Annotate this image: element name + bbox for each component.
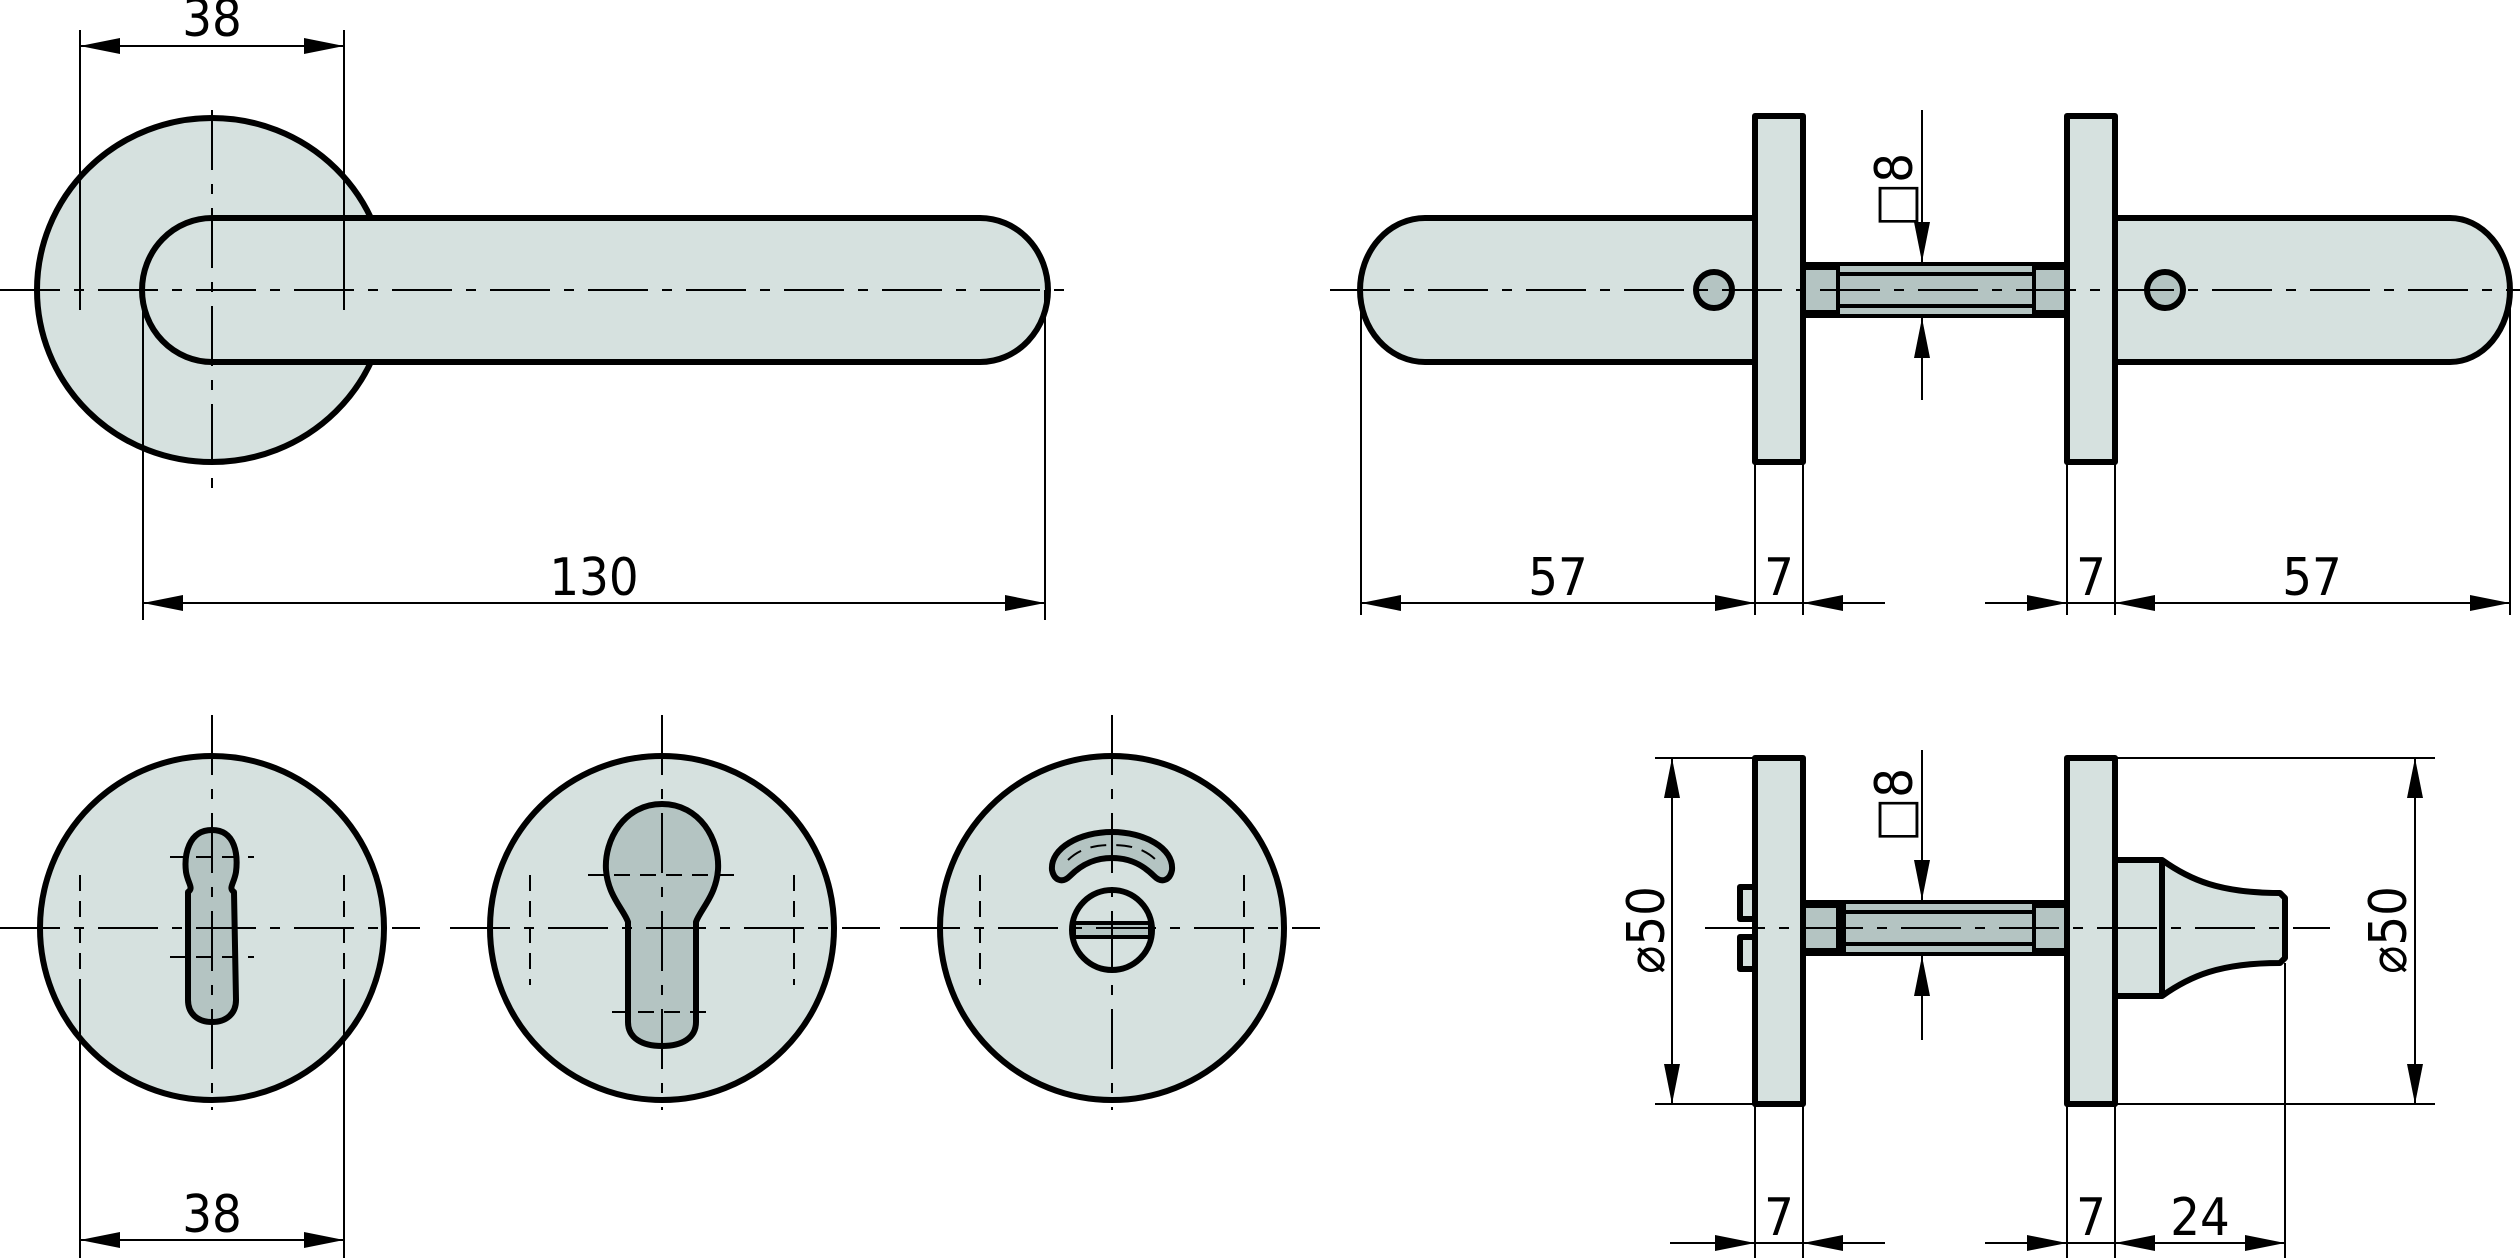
dim-right-lever: 57 (2282, 548, 2342, 608)
wc-dim-right-diameter: ⌀50 (2359, 886, 2419, 974)
lever-side-view: □8 57 7 7 57 (1330, 110, 2520, 615)
dim-rosette-width: 38 (182, 0, 242, 49)
lever-front-view: 38 130 (0, 0, 1070, 620)
keyhole-escutcheon (0, 715, 420, 1110)
dim-right-rose: 7 (2076, 548, 2106, 608)
wc-dim-left-rose: 7 (1764, 1188, 1794, 1248)
wc-dim-turn-knob: 24 (2170, 1188, 2230, 1248)
profile-cylinder-escutcheon (450, 715, 880, 1110)
wc-dim-right-rose: 7 (2076, 1188, 2106, 1248)
wc-dim-spindle-square: □8 (1865, 768, 1925, 842)
dim-lever-length: 130 (549, 548, 638, 608)
wc-right-rose (2064, 755, 2118, 1107)
dim-left-rose: 7 (1764, 548, 1794, 608)
wc-dim-left-diameter: ⌀50 (1617, 886, 1677, 974)
wc-left-rose (1752, 755, 1806, 1107)
wc-side-view: □8 ⌀50 ⌀50 7 7 24 (1617, 750, 2435, 1258)
dim-spindle-square: □8 (1865, 153, 1925, 227)
wc-escutcheon (900, 715, 1320, 1110)
dim-left-lever: 57 (1528, 548, 1588, 608)
dim-escutcheon-width: 38 (182, 1185, 242, 1245)
escutcheon-views: 38 (0, 715, 1320, 1258)
